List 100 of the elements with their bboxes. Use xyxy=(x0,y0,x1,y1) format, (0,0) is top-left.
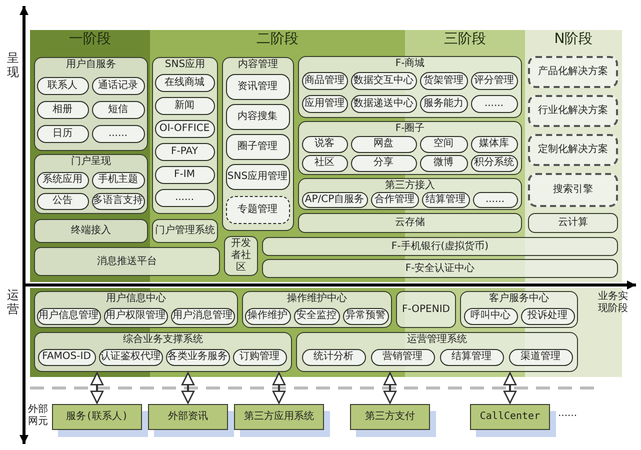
module-label: 渠道管理 xyxy=(520,351,560,363)
module-group-panel xyxy=(298,121,522,175)
group-title: 运营管理系统 xyxy=(407,334,467,346)
module-pill xyxy=(226,134,290,160)
module-label: 多语言支持 xyxy=(93,195,143,207)
module-label: F-OPENID xyxy=(402,304,450,316)
group-title: 操作维护中心 xyxy=(287,293,347,305)
module-group-panel xyxy=(460,291,578,328)
module-pill xyxy=(302,348,366,366)
module-label: 操作维护 xyxy=(248,310,288,322)
module-label: 系统应用 xyxy=(42,174,82,186)
module-pill xyxy=(226,74,290,100)
axis-label: 呈现 xyxy=(7,52,20,80)
stage-heading: N阶段 xyxy=(553,31,594,48)
module-panel xyxy=(396,291,456,328)
dashed-solution-panel xyxy=(528,134,618,166)
axis-label: 业务实现阶段 xyxy=(598,291,629,314)
module-pill xyxy=(420,154,468,172)
group-title: 门户呈现 xyxy=(71,156,111,168)
module-label: 终端接入 xyxy=(71,225,111,237)
module-pill xyxy=(370,348,434,366)
module-pill xyxy=(92,100,144,118)
module-label: 相册 xyxy=(52,104,72,116)
module-label: 产品化解决方案 xyxy=(538,66,608,78)
module-label: 云存储 xyxy=(395,217,425,229)
module-pill xyxy=(302,136,348,152)
module-pill xyxy=(38,348,96,366)
module-label: 异常预警 xyxy=(346,310,386,322)
module-label: ...... xyxy=(174,192,194,204)
module-pill xyxy=(420,136,468,152)
module-label: F-手机银行(虚拟货币) xyxy=(391,240,489,252)
module-panel xyxy=(34,247,220,276)
dashed-module-pill xyxy=(226,196,290,224)
module-label: 认证鉴权代理 xyxy=(100,351,160,363)
module-pill xyxy=(154,142,214,160)
module-panel xyxy=(34,219,148,243)
stage-heading: 一阶段 xyxy=(68,31,112,48)
module-pill xyxy=(36,100,88,118)
module-label: 圈子管理 xyxy=(238,140,278,152)
module-pill xyxy=(154,188,214,206)
module-pill xyxy=(350,136,416,152)
module-pill xyxy=(226,104,290,130)
group-title: 内容管理 xyxy=(238,59,278,71)
module-panel xyxy=(528,213,618,233)
module-label: 资讯管理 xyxy=(238,80,278,92)
axis-label: 外部网元 xyxy=(28,404,49,427)
module-label: 云计算 xyxy=(558,217,588,229)
module-group-panel xyxy=(298,178,522,210)
module-pill xyxy=(36,192,88,210)
module-label: ...... xyxy=(485,194,505,206)
module-label: 在线商城 xyxy=(164,76,204,88)
module-pill xyxy=(92,76,144,94)
module-label: CallCenter xyxy=(480,411,540,423)
group-title: 第三方接入 xyxy=(385,180,435,192)
module-label: 消息推送平台 xyxy=(97,256,157,268)
axis-label: ...... xyxy=(558,408,578,420)
module-label: 商品管理 xyxy=(304,74,344,86)
module-label: 结算管理 xyxy=(426,194,466,206)
module-pill xyxy=(154,74,214,92)
group-title: 综合业务支撑系统 xyxy=(123,334,203,346)
module-label: ...... xyxy=(484,98,504,110)
module-label: 统计分析 xyxy=(314,351,354,363)
module-label: 说客 xyxy=(314,138,334,150)
module-pill xyxy=(470,154,518,172)
dashed-solution-panel xyxy=(528,95,618,127)
module-label: 通话记录 xyxy=(98,80,138,92)
module-label: F-PAY xyxy=(171,146,198,158)
module-pill xyxy=(470,94,518,112)
module-group-panel xyxy=(242,291,392,328)
module-pill xyxy=(420,72,468,90)
module-label: 各类业务服务 xyxy=(168,351,228,363)
module-pill xyxy=(464,308,518,324)
external-system-box xyxy=(350,404,430,430)
module-label: 数据递送中心 xyxy=(354,98,414,110)
module-pill xyxy=(36,124,88,142)
module-label: F-IM xyxy=(174,168,195,180)
module-label: 投诉处理 xyxy=(528,310,568,322)
module-pill xyxy=(302,94,348,112)
module-pill xyxy=(350,94,416,112)
module-label: FAMOS-ID xyxy=(42,351,91,363)
module-label: 应用管理 xyxy=(304,98,344,110)
group-title: F-圈子 xyxy=(395,123,425,135)
module-pill xyxy=(244,308,290,324)
module-group-panel xyxy=(34,332,292,372)
module-label: 短信 xyxy=(108,104,128,116)
module-label: 联系人 xyxy=(48,80,78,92)
module-label: 内容搜集 xyxy=(238,110,278,122)
module-group-panel xyxy=(298,56,522,118)
module-label: 评分管理 xyxy=(474,74,514,86)
module-panel xyxy=(262,237,618,256)
module-panel xyxy=(152,219,218,243)
module-pill xyxy=(370,192,418,208)
module-label: 积分系统 xyxy=(474,157,514,169)
module-pill xyxy=(232,348,286,366)
module-group-panel xyxy=(296,332,578,372)
module-pill xyxy=(92,124,144,142)
module-label: OI-OFFICE xyxy=(159,122,210,134)
module-label: 媒体库 xyxy=(479,138,509,150)
module-group-panel xyxy=(34,154,148,214)
module-group-panel xyxy=(152,57,218,214)
